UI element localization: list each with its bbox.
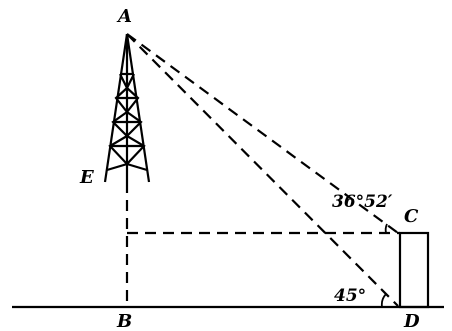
angle-label-D: 45° bbox=[334, 286, 366, 306]
dashed-line-A-to-C bbox=[126, 33, 399, 234]
point-label-C: C bbox=[404, 206, 419, 227]
point-label-B: B bbox=[116, 311, 132, 331]
tower-zigzag-left bbox=[106, 73, 130, 172]
tower bbox=[103, 33, 151, 183]
tower-zigzag-right bbox=[124, 73, 148, 172]
angle-label-C: 36°52′ bbox=[332, 192, 393, 212]
point-label-A: A bbox=[116, 6, 132, 27]
dashed-line-A-to-D bbox=[126, 33, 399, 307]
tower-right-leg bbox=[125, 33, 151, 183]
angle-arc-D bbox=[380, 293, 387, 308]
point-label-E: E bbox=[79, 167, 94, 188]
point-label-D: D bbox=[403, 311, 420, 331]
angle-arc-C bbox=[384, 223, 388, 234]
tower-left-leg bbox=[103, 33, 129, 183]
building bbox=[398, 231, 430, 309]
